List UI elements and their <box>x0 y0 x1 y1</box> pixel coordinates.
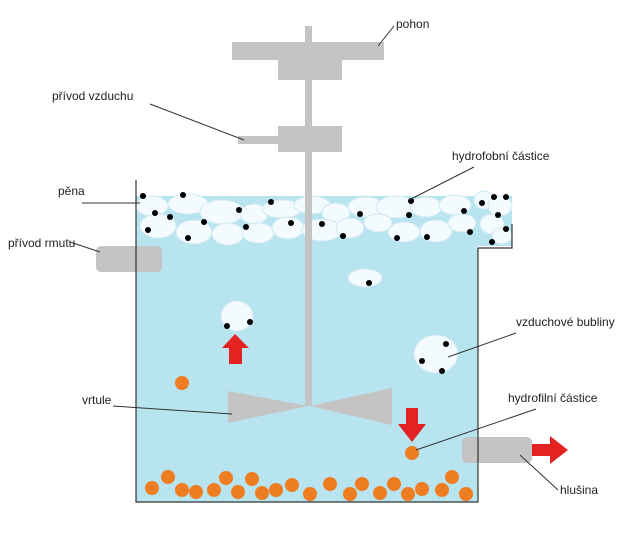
label-air-bubbles: vzduchové bubliny <box>516 315 615 329</box>
leader-lines <box>69 25 559 491</box>
red-arrow-down-icon <box>398 408 426 442</box>
label-air-inlet: přívod vzduchu <box>52 89 133 103</box>
label-tailings: hlušina <box>560 483 598 497</box>
drive-motor-top <box>232 42 384 60</box>
impeller-blades <box>228 391 308 423</box>
shaft <box>305 26 312 406</box>
label-drive: pohon <box>396 17 429 31</box>
hydrophilic-particles <box>145 376 473 501</box>
label-hydrophilic-particles: hydrofilní částice <box>508 391 598 405</box>
air-bubbles <box>220 268 459 374</box>
air-inlet-block <box>278 126 342 152</box>
air-inlet-pipe <box>238 136 280 144</box>
bubble-hydrophobic-particles <box>224 280 449 374</box>
label-pulp-inlet: přívod rmutu <box>8 236 75 250</box>
tailings-outlet-pipe <box>462 437 532 463</box>
tank-outline <box>135 180 513 503</box>
impeller-blades-right <box>310 388 392 425</box>
label-foam: pěna <box>58 184 85 198</box>
label-hydrophobic-particles: hydrofobní částice <box>452 149 550 163</box>
red-arrow-right-icon <box>532 436 568 464</box>
red-arrow-up-icon <box>222 334 249 364</box>
drive-motor-body <box>278 56 342 80</box>
pulp-inlet-pipe <box>96 246 162 272</box>
label-impeller: vrtule <box>82 393 112 407</box>
